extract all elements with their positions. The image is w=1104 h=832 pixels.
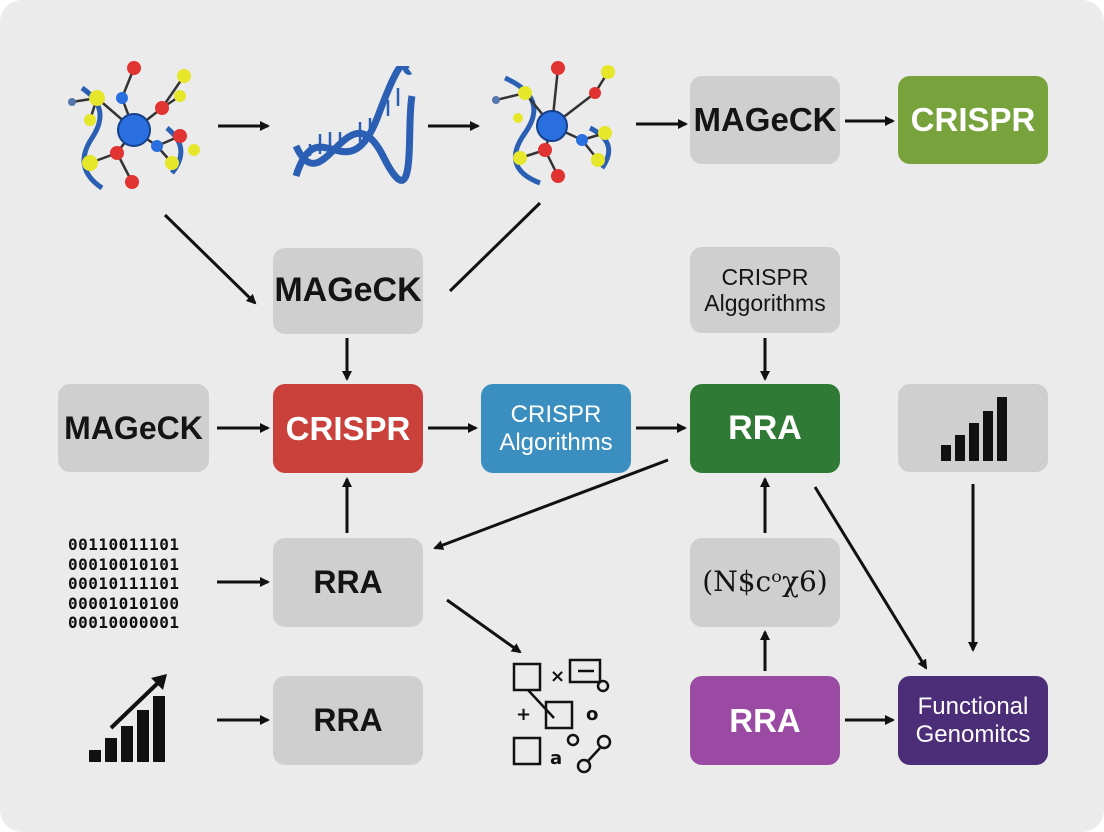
- rra-purple-box: RRA: [690, 676, 840, 765]
- functional-genomics-line1: Functional: [917, 692, 1029, 720]
- functional-genomics-box: Functional Genomitcs: [898, 676, 1048, 765]
- arrow: [446, 598, 522, 654]
- crispr-algorithms-gray-box: CRISPR Alggorithms: [690, 247, 840, 333]
- molecule-icon: [68, 61, 200, 191]
- crispr-algorithms-blue-line2: Algorithms: [499, 428, 613, 456]
- top-crispr-box: CRISPR: [898, 76, 1048, 164]
- crispr-red-box: CRISPR: [273, 384, 423, 473]
- center-mageck-box: MAGeCK: [273, 248, 423, 334]
- svg-text:o: o: [586, 704, 598, 725]
- crispr-algorithms-blue-line1: CRISPR: [510, 400, 602, 428]
- functional-genomics-line2: Genomitcs: [915, 720, 1031, 748]
- arrow: [813, 486, 928, 670]
- binary-line: 00110011101: [68, 535, 180, 554]
- binary-line: 00010000001: [68, 613, 180, 632]
- crispr-algorithms-gray-line2: Alggorithms: [704, 290, 826, 316]
- svg-text:+: +: [516, 704, 531, 725]
- crispr-algorithms-blue-box: CRISPR Algorithms: [481, 384, 631, 473]
- math-symbols-icon: × + o a: [512, 658, 612, 774]
- bar-chart-arrow-icon: [89, 674, 167, 762]
- rra-green-box: RRA: [690, 384, 840, 473]
- crispr-algorithms-gray-line1: CRISPR: [721, 263, 809, 290]
- dna-helix-icon: [292, 66, 416, 184]
- top-mageck-box: MAGeCK: [690, 76, 840, 164]
- rra-middle-box: RRA: [273, 538, 423, 627]
- bar-chart-icon: [941, 397, 1007, 461]
- arrow: [448, 201, 542, 293]
- bar-chart-box: [898, 384, 1048, 472]
- binary-line: 00010111101: [68, 574, 180, 593]
- binary-data-block: 00110011101 00010010101 00010111101 0000…: [68, 535, 179, 633]
- molecule-dna-icon: [492, 61, 615, 186]
- svg-text:×: ×: [550, 666, 565, 687]
- binary-line: 00010010101: [68, 554, 180, 574]
- arrow: [433, 458, 669, 550]
- arrow: [163, 213, 257, 305]
- binary-line: 00001010100: [68, 593, 180, 613]
- svg-text:a: a: [550, 748, 562, 769]
- left-mageck-box: MAGeCK: [58, 384, 209, 472]
- formula-box: (N$cᵒχ6): [690, 538, 840, 627]
- rra-bottom-box: RRA: [273, 676, 423, 765]
